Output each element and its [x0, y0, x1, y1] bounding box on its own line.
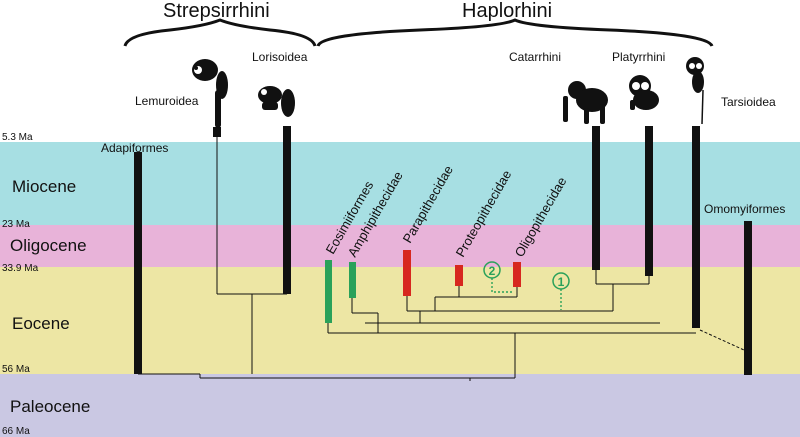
- group-label-platyrrhini: Platyrrhini: [612, 50, 665, 64]
- lorisoidea-bar: [283, 126, 291, 294]
- ghost-lineage-2: [491, 278, 513, 293]
- group-label-catarrhini: Catarrhini: [509, 50, 561, 64]
- group-label-lorisoidea: Lorisoidea: [252, 50, 308, 64]
- lemur-silhouette-icon: [192, 59, 228, 128]
- adapiformes-bar: [134, 152, 142, 374]
- group-label-tarsioidea: Tarsioidea: [721, 95, 776, 109]
- monkey-silhouette-icon: [629, 75, 659, 110]
- marker-circle-1: [552, 272, 570, 290]
- oligocene-band: [0, 225, 800, 267]
- group-label-adapiformes: Adapiformes: [101, 141, 168, 155]
- marker-label-2: 2: [489, 264, 496, 278]
- parapithecidae-bar: [403, 250, 411, 296]
- marker-label-1: 1: [558, 275, 565, 289]
- oligopithecidae-bar: [513, 262, 521, 287]
- age-label-23: 23 Ma: [2, 219, 30, 230]
- miocene-band: [0, 142, 800, 225]
- age-label-33-9: 33.9 Ma: [2, 263, 39, 274]
- proteopithecidae-bar: [455, 265, 463, 286]
- tarsioidea-bar: [692, 126, 700, 328]
- clade-label-haplorhini: Haplorhini: [462, 0, 552, 22]
- epoch-label-eocene: Eocene: [12, 314, 70, 333]
- amphipithecidae-bar: [349, 262, 356, 298]
- eocene-band: [0, 267, 800, 374]
- epoch-label-paleocene: Paleocene: [10, 397, 90, 416]
- group-label-lemuroidea: Lemuroidea: [135, 94, 199, 108]
- phylogenetic-tree-lines: [138, 137, 696, 381]
- catarrhini-bar: [592, 126, 600, 270]
- group-label-omomyiformes: Omomyiformes: [704, 202, 785, 216]
- epoch-label-miocene: Miocene: [12, 177, 76, 196]
- tarsier-silhouette-icon: [686, 57, 704, 125]
- age-label-66: 66 Ma: [2, 426, 30, 437]
- age-label-5-3: 5.3 Ma: [2, 132, 33, 143]
- marker-circle-2: [483, 261, 501, 279]
- platyrrhini-bar: [645, 126, 653, 276]
- chimpanzee-silhouette-icon: [563, 81, 608, 124]
- haplorhini-brace: [316, 18, 714, 47]
- epoch-label-oligocene: Oligocene: [10, 236, 87, 255]
- age-label-56: 56 Ma: [2, 364, 30, 375]
- loris-silhouette-icon: [258, 86, 295, 117]
- strepsirrhini-brace: [123, 18, 317, 47]
- paleocene-band: [0, 374, 800, 437]
- omomyiformes-bar: [744, 221, 752, 375]
- omomyiformes-dashed-link: [699, 329, 745, 351]
- clade-label-strepsirrhini: Strepsirrhini: [163, 0, 270, 22]
- lemuroidea-bar-top: [213, 127, 221, 137]
- eosimiiformes-bar: [325, 260, 332, 323]
